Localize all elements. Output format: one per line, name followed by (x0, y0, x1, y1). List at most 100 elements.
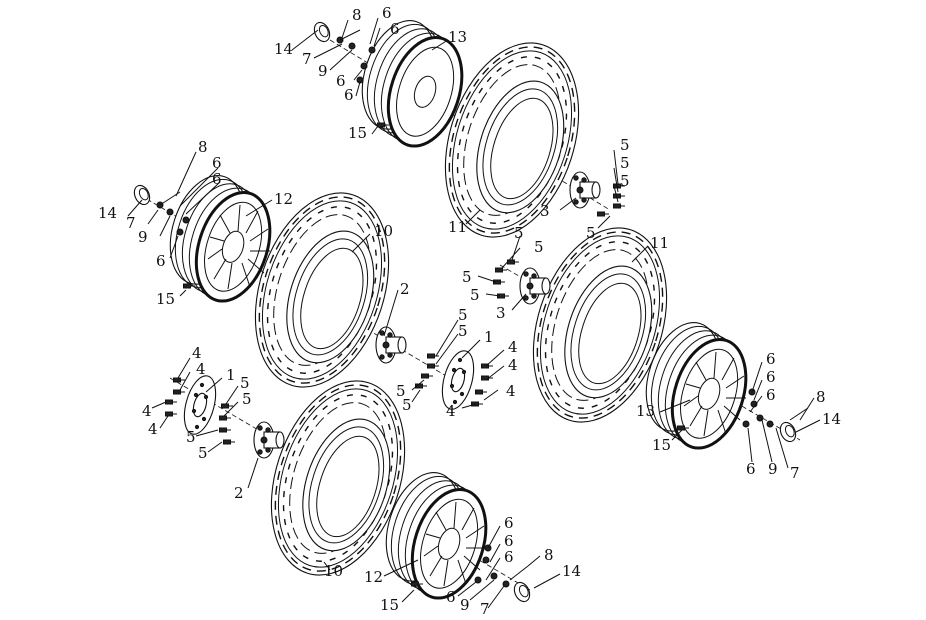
callout-bl-6c: 6 (504, 548, 514, 566)
callout-bl-4d: 4 (148, 420, 158, 438)
leader-lines (127, 17, 821, 609)
callout-top-9: 9 (318, 62, 328, 80)
assembly-bottom (165, 363, 534, 610)
bolt-bl-4 (165, 411, 178, 417)
callout-mr-6c: 6 (766, 386, 776, 404)
washer-top (348, 42, 356, 50)
cap-bottom (510, 579, 534, 605)
callout-mr-5b: 5 (534, 238, 544, 256)
bolt-bl-7 (219, 427, 232, 433)
cap-middle-right (776, 419, 800, 445)
callout-ml-1: 1 (484, 328, 494, 346)
assembly-middle-left (130, 164, 494, 414)
callout-bl-14: 14 (562, 562, 581, 580)
callout-ml-14: 14 (98, 204, 117, 222)
nut-middle-right (766, 420, 774, 428)
bolt-bl-3 (165, 399, 178, 405)
cap-middle-left (130, 182, 154, 208)
bolt-bl-8 (223, 439, 236, 445)
callout-top-5d: 5 (586, 224, 596, 242)
callout-bl-9: 9 (460, 596, 470, 614)
bolt-bl-1 (173, 377, 186, 383)
nut-middle-left-3 (176, 228, 184, 236)
bolt-top-3 (613, 203, 626, 209)
bolt-top-2 (613, 193, 626, 199)
callout-bl-6a: 6 (504, 514, 514, 532)
callout-bl-5d: 5 (198, 444, 208, 462)
callout-ml-5a: 5 (458, 306, 468, 324)
callout-bl-4c: 4 (142, 402, 152, 420)
bolt-ml-2 (427, 363, 440, 369)
callout-bl-5c: 5 (186, 428, 196, 446)
bolt-ml-8 (471, 401, 484, 407)
callout-mr-5d: 5 (470, 286, 480, 304)
callout-top-8: 8 (352, 6, 362, 24)
callout-top-5a: 5 (620, 136, 630, 154)
callout-mr-5a: 5 (514, 224, 524, 242)
callout-bl-12: 12 (364, 568, 383, 586)
callout-ml-4d: 4 (446, 402, 456, 420)
nut-top-2 (368, 46, 376, 54)
callout-top-7: 7 (302, 50, 312, 68)
callout-ml-6c: 6 (156, 252, 166, 270)
callout-ml-4a: 4 (508, 338, 518, 356)
callout-top-13: 13 (448, 28, 467, 46)
nut-middle-left-2 (182, 216, 190, 224)
callout-top-6a: 6 (382, 4, 392, 22)
assembly-top (310, 9, 626, 255)
callout-top-6b: 6 (390, 20, 400, 38)
callout-bl-6b: 6 (504, 532, 514, 550)
callout-top-15: 15 (348, 124, 367, 142)
callout-ml-5d: 5 (402, 396, 412, 414)
callout-mr-14: 14 (822, 410, 841, 428)
callout-bl-1: 1 (226, 366, 236, 384)
nut-bottom-3 (482, 556, 490, 564)
valve-middle-left (183, 283, 196, 289)
callout-ml-7: 7 (126, 214, 136, 232)
washer-middle-left (166, 208, 174, 216)
callout-bl-4b: 4 (196, 360, 206, 378)
bolt-mr-2 (495, 267, 508, 273)
callout-ml-9: 9 (138, 228, 148, 246)
callout-ml-4c: 4 (506, 382, 516, 400)
hub-top (569, 171, 601, 209)
nut-middle-right-4 (742, 420, 750, 428)
callout-top-5b: 5 (620, 154, 630, 172)
callout-bl-4a: 4 (192, 344, 202, 362)
callout-ml-5b: 5 (458, 322, 468, 340)
callout-top-6d: 6 (344, 86, 354, 104)
callout-ml-8: 8 (198, 138, 208, 156)
callout-top-6c: 6 (336, 72, 346, 90)
bolt-bl-6 (219, 415, 232, 421)
washer-bottom (490, 572, 498, 580)
callout-mr-13: 13 (636, 402, 655, 420)
callout-bl-2: 2 (234, 484, 244, 502)
callout-top-11: 11 (448, 218, 467, 236)
callout-mr-6d: 6 (746, 460, 756, 478)
bolt-ml-3 (421, 373, 434, 379)
assembly-middle-right (493, 210, 809, 460)
callout-ml-2: 2 (400, 280, 410, 298)
callout-ml-6b: 6 (212, 170, 222, 188)
bolt-bl-2 (173, 389, 186, 395)
callout-mr-8: 8 (816, 388, 826, 406)
nut-top-3 (360, 62, 368, 70)
bolt-ml-7 (475, 389, 488, 395)
callout-bl-10: 10 (324, 562, 343, 580)
callout-bl-6d: 6 (446, 588, 456, 606)
callout-mr-6b: 6 (766, 368, 776, 386)
callout-bl-5a: 5 (240, 374, 250, 392)
callout-bl-5b: 5 (242, 390, 252, 408)
hub-middle-left (375, 326, 407, 364)
hub-bottom (253, 421, 285, 459)
callout-top-14: 14 (274, 40, 293, 58)
callout-mr-11: 11 (650, 234, 669, 252)
callout-top-5c: 5 (620, 172, 630, 190)
callout-mr-5c: 5 (462, 268, 472, 286)
callout-bl-15: 15 (380, 596, 399, 614)
callout-bl-8: 8 (544, 546, 554, 564)
callout-mr-15: 15 (652, 436, 671, 454)
callout-mr-3: 3 (496, 304, 506, 322)
callout-ml-4b: 4 (508, 356, 518, 374)
